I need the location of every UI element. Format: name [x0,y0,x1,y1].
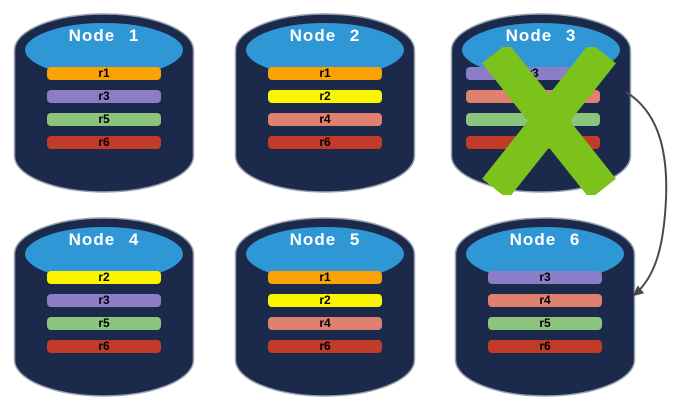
cylinder-top [19,17,189,83]
replica-bar: r2 [268,294,382,307]
node-2: Node 2 r1 r2 r4 r6 [234,8,416,198]
replica-bar: r4 [268,317,382,330]
replica-list: r1 r2 r4 r6 [268,271,382,363]
node-4: Node 4 r2 r3 r5 r6 [13,212,195,402]
replica-list: r2 r3 r5 r6 [47,271,161,363]
replica-bar: r6 [47,340,161,353]
replica-bar: r5 [47,113,161,126]
node-title: Node 6 [509,230,581,249]
replica-bar: r6 [488,340,602,353]
replica-bar [466,136,600,149]
replica-bar: r6 [268,340,382,353]
replica-bar: r4 [488,294,602,307]
replica-bar: r2 [47,271,161,284]
replica-bar: r6 [268,136,382,149]
node-title: Node 4 [68,230,140,249]
node-5: Node 5 r1 r2 r4 r6 [234,212,416,402]
replica-list: r3 r4 r5 r6 [488,271,602,363]
replica-bar: r4 [268,113,382,126]
cylinder-top [240,17,410,83]
replica-bar: r3 [488,271,602,284]
replica-bar: r1 [268,67,382,80]
replica-bar: r3 [47,294,161,307]
replica-bar: r1 [268,271,382,284]
replica-bar: r6 [47,136,161,149]
replica-list: r3 [466,67,600,159]
replica-bar: r3 [466,67,600,80]
node-title: Node 1 [68,26,140,45]
node-6: Node 6 r3 r4 r5 r6 [454,212,636,402]
replica-bar: r3 [47,90,161,103]
replica-bar [466,113,600,126]
cylinder-top [19,221,189,287]
replica-bar: r1 [47,67,161,80]
node-1: Node 1 r1 r3 r5 r6 [13,8,195,198]
node-3: Node 3 r3 [450,8,632,198]
node-title: Node 5 [289,230,361,249]
replica-bar: r5 [488,317,602,330]
replica-list: r1 r3 r5 r6 [47,67,161,159]
node-title: Node 2 [289,26,361,45]
replica-bar [466,90,600,103]
replica-list: r1 r2 r4 r6 [268,67,382,159]
cylinder-top [240,221,410,287]
replica-bar: r2 [268,90,382,103]
replica-bar: r5 [47,317,161,330]
node-title: Node 3 [505,26,577,45]
